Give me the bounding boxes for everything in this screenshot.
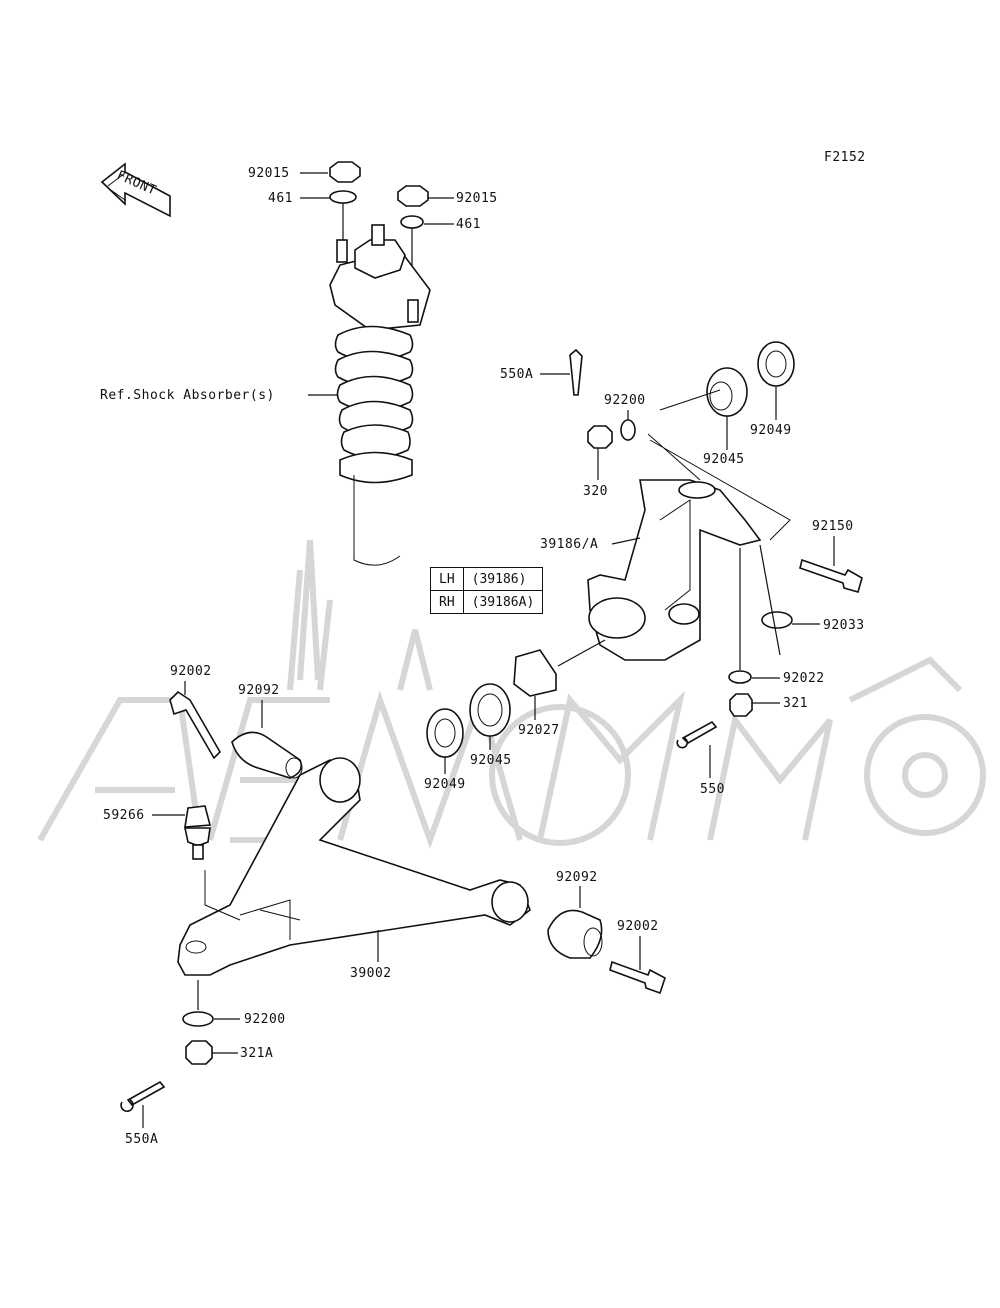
bearing-icon — [757, 341, 795, 387]
nut-icon — [729, 693, 753, 717]
nut-icon — [587, 425, 613, 449]
callout-92049-left: 92049 — [424, 777, 466, 792]
bushing-icon — [231, 731, 303, 779]
bolt-icon — [609, 960, 666, 995]
callout-92022: 92022 — [783, 671, 825, 686]
callout-321a: 321A — [240, 1046, 273, 1061]
callout-39002: 39002 — [350, 966, 392, 981]
bearing-icon — [426, 708, 464, 758]
bolt-icon — [799, 558, 863, 593]
callout-39186-a: 39186/A — [540, 537, 598, 552]
nut-icon — [329, 161, 361, 183]
side-cell: RH — [430, 590, 464, 614]
nut-icon — [185, 1040, 213, 1065]
table-row: LH (39186) — [430, 567, 544, 591]
circlip-icon — [761, 611, 793, 629]
side-cell: LH — [430, 567, 464, 591]
callout-321: 321 — [783, 696, 808, 711]
callout-550: 550 — [700, 782, 725, 797]
bolt-icon — [169, 690, 221, 760]
bushing-icon — [547, 909, 603, 959]
ball-joint-icon — [184, 827, 211, 846]
callout-92092-left: 92092 — [238, 683, 280, 698]
front-direction-arrow: FRONT — [100, 162, 171, 218]
callout-92033: 92033 — [823, 618, 865, 633]
part-cell: (39186) — [462, 567, 544, 591]
nut-icon — [397, 185, 429, 207]
callout-461-left: 461 — [268, 191, 293, 206]
cotter-pin-icon — [120, 1080, 166, 1113]
callout-92049-knuckle: 92049 — [750, 423, 792, 438]
cotter-pin-icon — [569, 348, 583, 396]
table-row: RH (39186A) — [430, 590, 544, 614]
bearing-icon — [469, 683, 511, 737]
ref-shock-absorber-note: Ref.Shock Absorber(s) — [100, 388, 275, 403]
shock-absorber — [329, 161, 431, 566]
callout-92200-knuckle: 92200 — [604, 393, 646, 408]
washer-icon — [182, 1011, 214, 1027]
knuckle-assembly — [426, 341, 863, 758]
callout-92045-knuckle: 92045 — [703, 452, 745, 467]
a-arm-assembly — [120, 690, 666, 1113]
part-cell: (39186A) — [462, 590, 544, 614]
callout-92002-left: 92002 — [170, 664, 212, 679]
sleeve-icon — [513, 649, 557, 697]
callout-461-right: 461 — [456, 217, 481, 232]
callout-92015-left: 92015 — [248, 166, 290, 181]
side-part-table: LH (39186) RH (39186A) — [430, 567, 544, 614]
washer-icon — [620, 419, 636, 441]
callout-550a-bottom: 550A — [125, 1132, 158, 1147]
washer-icon — [400, 215, 424, 229]
callout-92045-left: 92045 — [470, 753, 512, 768]
callout-92002-right: 92002 — [617, 919, 659, 934]
callout-550a-upper: 550A — [500, 367, 533, 382]
callout-92150: 92150 — [812, 519, 854, 534]
callout-320: 320 — [583, 484, 608, 499]
watermark-logo — [37, 539, 986, 849]
figure-code: F2152 — [824, 150, 866, 165]
callout-59266: 59266 — [103, 808, 145, 823]
washer-icon — [728, 670, 752, 684]
cotter-pin-icon — [676, 720, 718, 749]
callout-92092-right: 92092 — [556, 870, 598, 885]
callout-92200-arm: 92200 — [244, 1012, 286, 1027]
callout-92027: 92027 — [518, 723, 560, 738]
washer-icon — [329, 190, 357, 204]
callout-92015-right: 92015 — [456, 191, 498, 206]
